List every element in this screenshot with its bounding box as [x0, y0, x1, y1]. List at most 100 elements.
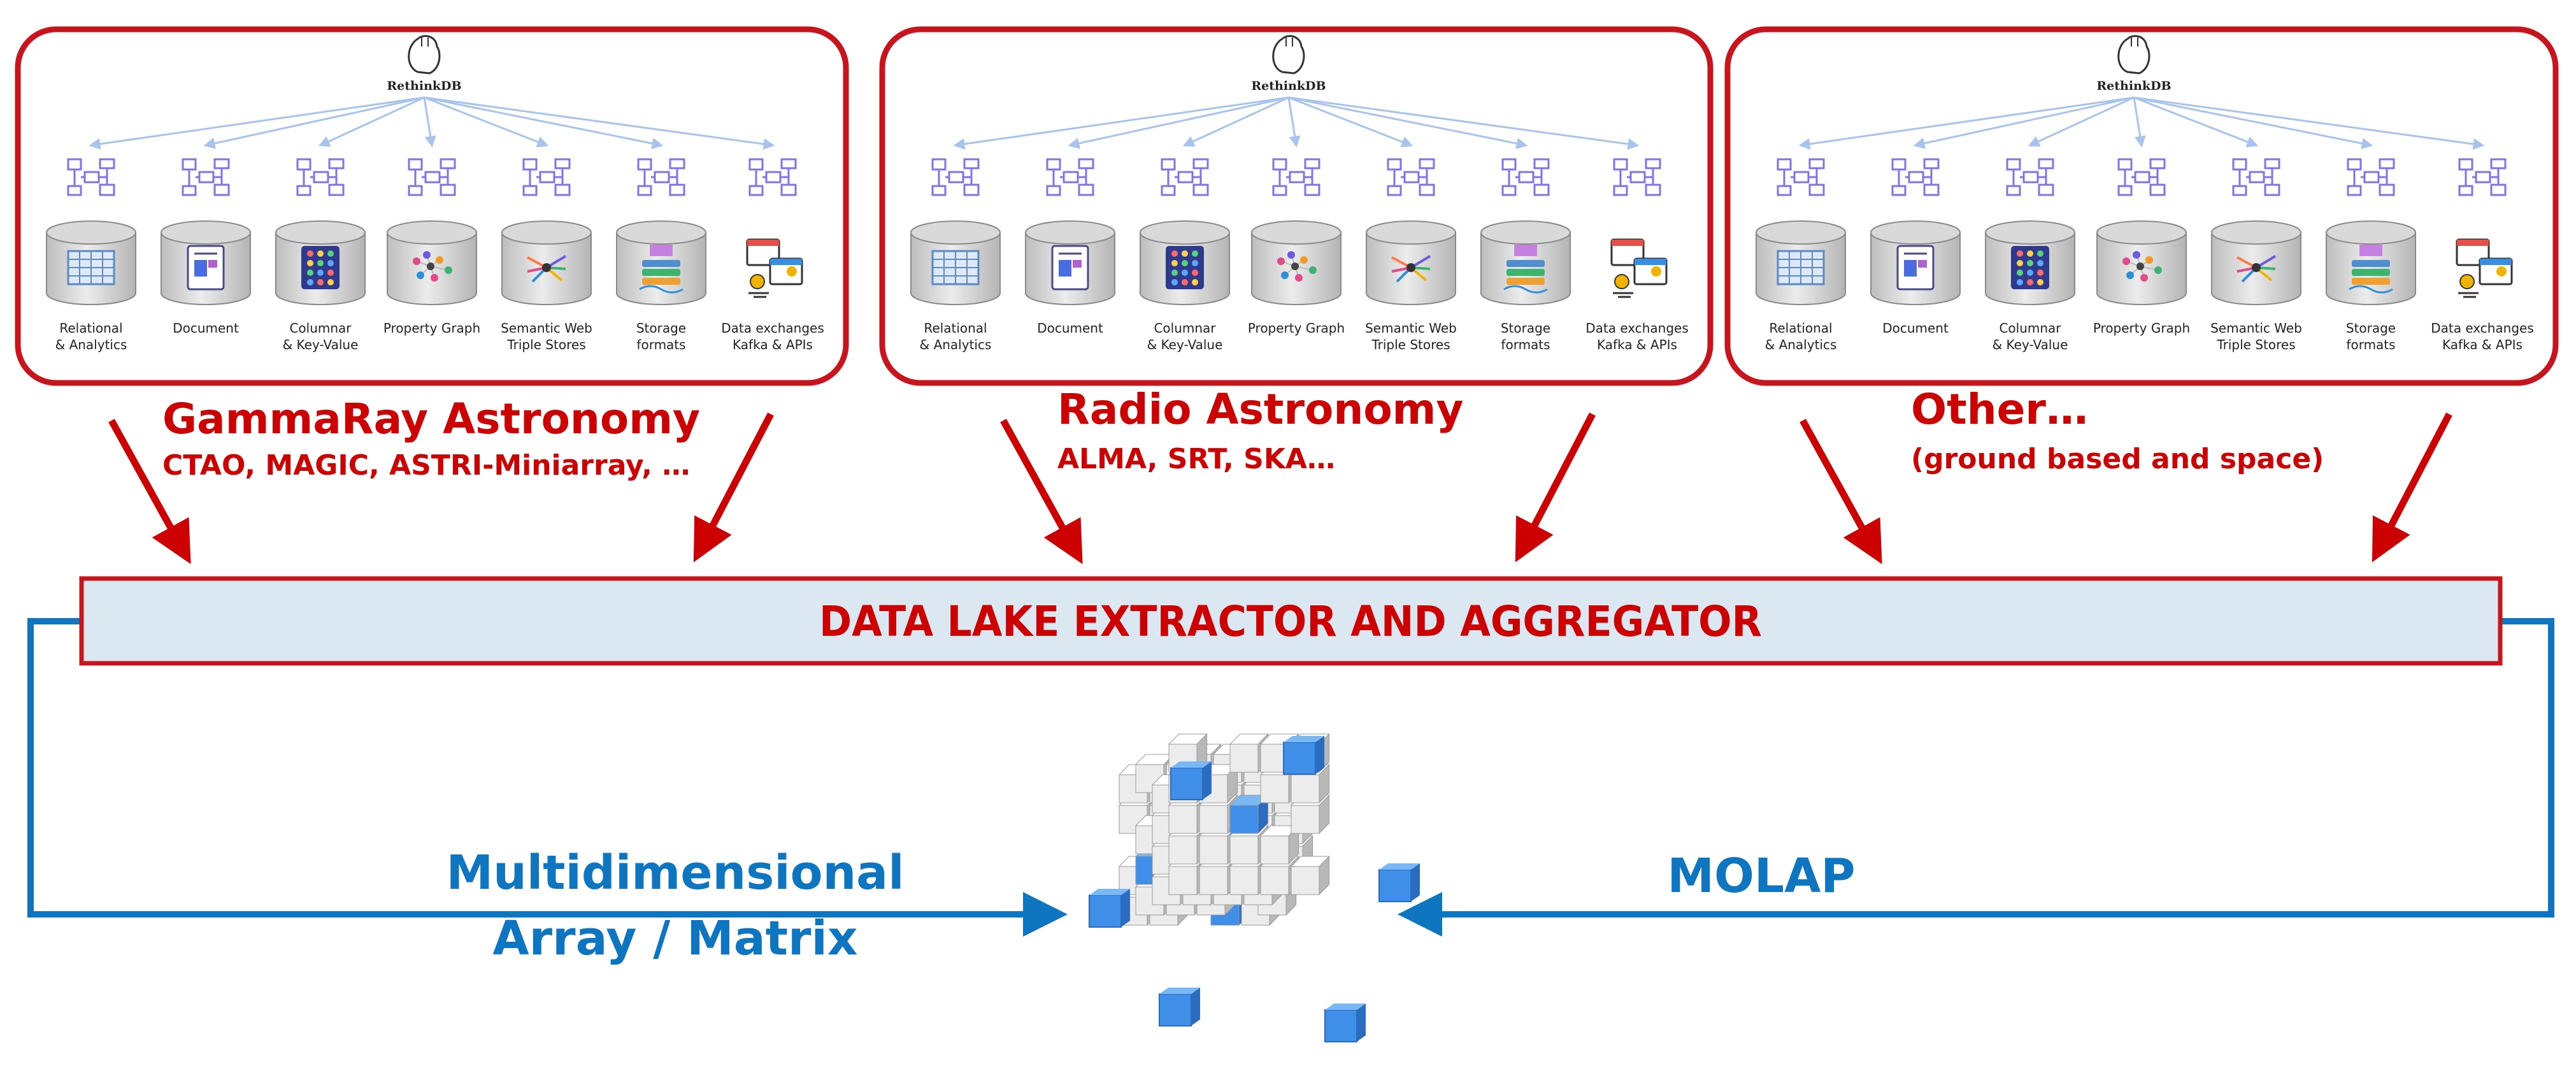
- database-cylinder: [2326, 232, 2416, 305]
- data-store-1: Relational& Analytics: [46, 158, 136, 352]
- store-label: Property Graph: [1248, 320, 1345, 336]
- schema-icon: [1777, 158, 1825, 196]
- store-label: Data exchanges: [2431, 320, 2534, 336]
- data-store-1: Relational& Analytics: [910, 158, 1001, 352]
- hub-link-arrow: [1288, 96, 1413, 148]
- schema-icon: [1272, 158, 1320, 196]
- store-label: & Key-Value: [1993, 337, 2068, 352]
- hub-link-arrow: [2133, 96, 2485, 150]
- columnar-grid-icon: [2011, 246, 2049, 289]
- rethinkdb-logo-icon: [2117, 35, 2150, 75]
- graph-icon: [2122, 251, 2162, 282]
- columnar-grid-icon: [301, 246, 340, 289]
- data-store-4: Property Graph: [2093, 158, 2190, 336]
- data-lake-aggregator-box: [79, 576, 2503, 666]
- schema-icon: [2458, 158, 2507, 196]
- hub-link-arrow: [1913, 96, 2135, 149]
- floating-blue-block: [1170, 761, 1212, 800]
- data-exchange-icon: [1610, 238, 1668, 298]
- schema-icon: [182, 158, 230, 196]
- hub-link-arrow: [89, 96, 425, 150]
- schema-icon: [2117, 158, 2166, 196]
- store-label: Document: [173, 320, 239, 336]
- source-arrows: [108, 412, 2452, 565]
- store-label: Data exchanges: [1585, 320, 1689, 336]
- triple-store-icon: [527, 255, 567, 283]
- data-store-1: Relational& Analytics: [1756, 158, 1846, 352]
- store-label: Kafka & APIs: [2442, 337, 2522, 352]
- store-label: Semantic Web: [2210, 320, 2302, 336]
- store-label: Relational: [924, 320, 987, 336]
- schema-icon: [1501, 158, 1550, 196]
- data-exchange-icon: [2456, 238, 2513, 298]
- document-icon: [187, 245, 225, 291]
- floating-blue-block: [1378, 863, 1420, 902]
- store-label: Columnar: [1999, 320, 2061, 336]
- hub-link-arrow: [1068, 96, 1289, 149]
- data-store-2: Document: [1025, 158, 1115, 336]
- store-label: Semantic Web: [1365, 320, 1457, 336]
- schema-icon: [1613, 158, 1661, 196]
- store-label: Triple Stores: [1371, 337, 1450, 352]
- store-label: Storage: [2346, 320, 2396, 336]
- group-title: Other…: [1911, 385, 2088, 434]
- schema-icon: [522, 158, 571, 196]
- store-label: Document: [1882, 320, 1949, 336]
- store-label: & Analytics: [920, 337, 992, 352]
- hub-link-arrow: [1182, 96, 1289, 147]
- hub-link-arrow: [318, 96, 425, 147]
- olap-cube-icon: [1089, 733, 1420, 1042]
- arrow-other-left: [1800, 419, 1882, 565]
- floating-blue-block: [1324, 1004, 1366, 1042]
- database-cylinder: [616, 232, 706, 305]
- columnar-grid-icon: [1166, 246, 1204, 289]
- group-subtitle: ALMA, SRT, SKA…: [1057, 443, 1335, 475]
- group-title: GammaRay Astronomy: [162, 394, 700, 443]
- hub-link-arrow: [203, 96, 425, 149]
- data-lake-aggregator-label: DATA LAKE EXTRACTOR AND AGGREGATOR: [819, 597, 1762, 646]
- store-label: formats: [636, 337, 685, 352]
- table-icon: [67, 250, 115, 285]
- rethinkdb-label: RethinkDB: [387, 79, 461, 93]
- schema-icon: [637, 158, 685, 196]
- store-label: formats: [2346, 337, 2395, 352]
- store-label: Relational: [1769, 320, 1832, 336]
- store-label: Triple Stores: [506, 337, 585, 352]
- schema-icon: [1161, 158, 1209, 196]
- schema-icon: [296, 158, 345, 196]
- arrow-other-right: [2372, 412, 2452, 563]
- cube-block: [1290, 855, 1330, 896]
- data-store-2: Document: [161, 158, 251, 336]
- hub-link-arrow: [2133, 96, 2259, 148]
- graph-icon: [413, 251, 452, 282]
- left-flow-arrow: [27, 618, 1068, 937]
- store-label: & Key-Value: [1147, 337, 1223, 352]
- cube-block: [1290, 794, 1330, 835]
- hub-link-arrow: [953, 96, 1289, 150]
- floating-blue-block: [1159, 988, 1200, 1026]
- hub-link-arrow: [2133, 97, 2146, 148]
- database-cylinder: [1480, 232, 1571, 305]
- hub-link-arrow: [2028, 96, 2135, 147]
- hub-link-arrow: [424, 96, 664, 149]
- store-label: formats: [1501, 337, 1550, 352]
- arrow-gamma-right: [693, 412, 774, 563]
- arrow-radio-right: [1515, 412, 1596, 563]
- schema-icon: [2006, 158, 2054, 196]
- hub-link-arrow: [423, 97, 436, 148]
- store-label: & Analytics: [1765, 337, 1837, 352]
- storage-formats-icon: [1503, 245, 1548, 294]
- store-label: Relational: [59, 320, 122, 336]
- hub-link-arrow: [424, 96, 549, 148]
- storage-formats-icon: [2349, 245, 2393, 294]
- schema-icon: [408, 158, 456, 196]
- data-store-4: Property Graph: [383, 158, 480, 336]
